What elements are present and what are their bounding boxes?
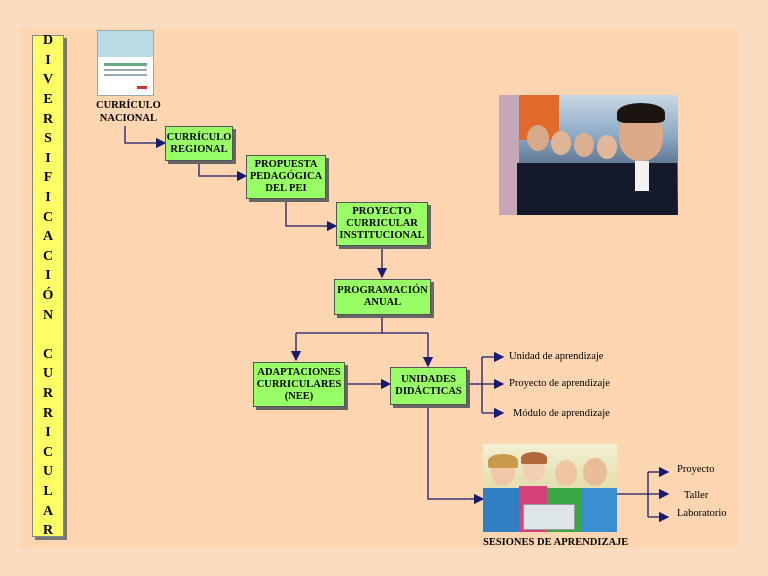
title-letter: R xyxy=(42,111,54,127)
title-letter: I xyxy=(45,425,51,441)
curriculo-regional-box: CURRÍCULO REGIONAL xyxy=(165,126,233,161)
option-laboratorio: Laboratorio xyxy=(677,508,727,519)
title-letter: R xyxy=(42,405,54,421)
title-letter: C xyxy=(42,248,54,264)
sesiones-label: SESIONES DE APRENDIZAJE xyxy=(483,537,629,548)
title-letter: N xyxy=(42,307,54,323)
title-letter: F xyxy=(43,170,53,186)
option-modulo: Módulo de aprendizaje xyxy=(513,408,610,419)
propuesta-pedagogica-box: PROPUESTA PEDAGÓGICA DEL PEI xyxy=(246,155,326,199)
title-letter: S xyxy=(44,131,52,147)
proyecto-curricular-box: PROYECTO CURRICULAR INSTITUCIONAL xyxy=(336,202,428,246)
title-letter: R xyxy=(42,385,54,401)
option-proyecto: Proyecto xyxy=(677,464,715,475)
title-letter: V xyxy=(42,72,54,88)
programacion-anual-box: PROGRAMACIÓN ANUAL xyxy=(334,279,431,315)
title-letter: I xyxy=(45,52,51,68)
title-letter: C xyxy=(42,209,54,225)
title-letter: D xyxy=(42,33,54,49)
arrow-unidades-sesiones xyxy=(427,405,485,505)
title-letter: C xyxy=(42,444,54,460)
arrow-propuesta-proyecto xyxy=(285,199,338,232)
title-letter: E xyxy=(43,92,53,108)
students-photo xyxy=(499,95,678,215)
arrow-nacional-regional xyxy=(124,126,167,149)
title-letter: L xyxy=(43,483,53,499)
option-unidad: Unidad de aprendizaje xyxy=(509,351,604,362)
book-cover-icon xyxy=(97,30,154,96)
title-letter: C xyxy=(42,346,54,362)
arrow-regional-propuesta xyxy=(198,161,248,182)
title-letter: I xyxy=(45,268,51,284)
title-letter: U xyxy=(42,464,54,480)
title-letter: A xyxy=(42,229,54,245)
title-letter: U xyxy=(42,366,54,382)
kids-laptop-photo xyxy=(483,444,617,532)
option-proyecto-aprendizaje: Proyecto de aprendizaje xyxy=(509,378,610,389)
curriculo-nacional-label: CURRÍCULO NACIONAL xyxy=(96,100,161,124)
title-letter: I xyxy=(45,190,51,206)
title-letter: R xyxy=(42,523,54,539)
title-letter: A xyxy=(42,503,54,519)
title-letter: I xyxy=(45,150,51,166)
title-letter: Ó xyxy=(42,288,54,303)
option-taller: Taller xyxy=(684,490,709,501)
unidades-didacticas-box: UNIDADES DIDÁCTICAS xyxy=(390,367,467,405)
adaptaciones-curriculares-box: ADAPTACIONES CURRICULARES (NEE) xyxy=(253,362,345,407)
